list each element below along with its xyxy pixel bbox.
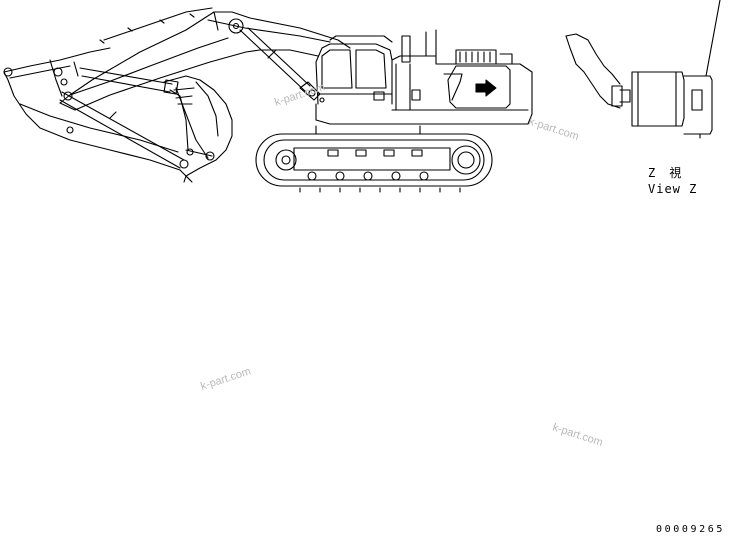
view-z-label-en: View Z [648,182,697,196]
watermark-4: k-part.com [551,421,604,448]
arm-cylinder [59,91,189,169]
view-z-detail-drawing [565,0,721,139]
excavator-boom [59,7,351,111]
operator-cab [315,35,393,105]
view-z-label-jp: Z 視 [648,165,682,180]
drawing-number: 00009265 [656,524,725,535]
watermark-2: k-part.com [527,115,580,142]
upper-structure [315,29,533,125]
excavator-bucket [163,75,233,183]
bucket-cylinder [79,67,215,161]
excavator-arm [3,47,191,181]
watermark-3: k-part.com [199,365,252,392]
crawler-track [255,125,493,193]
